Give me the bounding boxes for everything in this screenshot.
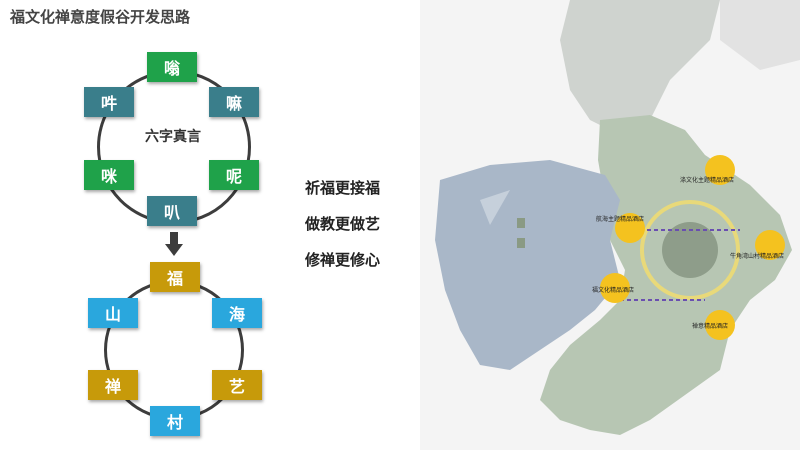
site-plan-map: 涤文化主题精品酒店 航海主题精品酒店 牛角湾山村精品酒店 福文化精品酒店 禅意精… <box>420 0 800 450</box>
water-highlight <box>480 190 510 225</box>
mantra-node-ni: 呢 <box>209 160 259 190</box>
mantra-center-label: 六字真言 <box>145 129 201 145</box>
hotel-marker <box>755 230 785 260</box>
hotel-marker <box>705 310 735 340</box>
development-ring <box>640 200 740 300</box>
page-title: 福文化禅意度假谷开发思路 <box>10 8 191 26</box>
reservoir <box>435 160 620 370</box>
phrase-item: 做教更做艺 <box>305 215 381 233</box>
mantra-node-me: 咪 <box>84 160 134 190</box>
hotel-marker <box>600 273 630 303</box>
phrase-item: 修禅更修心 <box>305 251 381 269</box>
theme-node-zen: 禅 <box>88 370 138 400</box>
map-label: 涤文化主题精品酒店 <box>680 176 734 184</box>
theme-node-art: 艺 <box>212 370 262 400</box>
down-arrow-icon <box>165 232 183 256</box>
map-label: 牛角湾山村精品酒店 <box>730 252 784 260</box>
land-mass <box>540 115 792 435</box>
mantra-diagram: 六字真言 嗡 嘛 呢 叭 咪 吽 福 海 艺 村 禅 山 <box>0 0 300 450</box>
hotel-marker <box>705 155 735 185</box>
map-label: 航海主题精品酒店 <box>596 215 644 223</box>
theme-node-mountain: 山 <box>88 298 138 328</box>
mantra-node-hum: 吽 <box>84 87 134 117</box>
theme-node-village: 村 <box>150 406 200 436</box>
map-label: 禅意精品酒店 <box>692 322 728 330</box>
mantra-node-om: 嗡 <box>147 52 197 82</box>
urban-area <box>560 0 720 135</box>
theme-node-blessing: 福 <box>150 262 200 292</box>
central-hill <box>662 222 718 278</box>
phrase-list: 祈福更接福 做教更做艺 修禅更修心 <box>305 178 380 286</box>
urban-fringe <box>720 0 800 70</box>
island <box>517 218 525 228</box>
map-label: 福文化精品酒店 <box>592 286 634 294</box>
hotel-marker <box>615 213 645 243</box>
theme-node-sea: 海 <box>212 298 262 328</box>
mantra-node-pad: 叭 <box>147 196 197 226</box>
mantra-node-ma: 嘛 <box>209 87 259 117</box>
phrase-item: 祈福更接福 <box>305 179 381 197</box>
island <box>517 238 525 248</box>
